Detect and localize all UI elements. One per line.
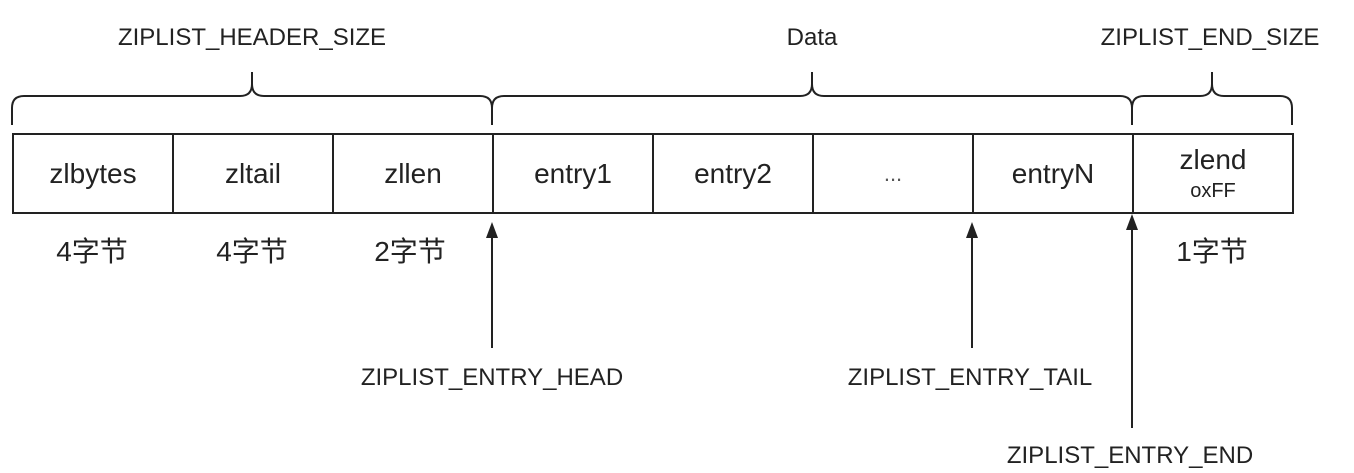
cell-label: entry2: [694, 157, 772, 189]
entry-tail-label: ZIPLIST_ENTRY_TAIL: [847, 364, 1093, 391]
size-zlbytes: 4字节: [56, 236, 128, 267]
cell-label: zllen: [384, 157, 442, 189]
cell-label: zltail: [224, 157, 281, 189]
cell-zlbytes: zlbytes: [12, 133, 174, 214]
cell-zlend: zlend oxFF: [1132, 133, 1294, 214]
size-zllen: 2字节: [374, 236, 446, 267]
entry-tail-arrowhead: [966, 222, 978, 238]
cell-zllen: zllen: [332, 133, 494, 214]
entry-end-arrowhead: [1126, 214, 1138, 230]
cell-entryN: entryN: [972, 133, 1134, 214]
cell-label: zlend: [1179, 144, 1247, 175]
header-size-label: ZIPLIST_HEADER_SIZE: [117, 24, 387, 51]
size-zlend: 1字节: [1176, 236, 1248, 267]
entry-end-label: ZIPLIST_ENTRY_END: [1006, 442, 1254, 469]
header-brace: [11, 72, 493, 125]
end-brace: [1131, 72, 1293, 125]
entry-head-arrowhead: [486, 222, 498, 238]
cell-label: zlbytes: [49, 157, 137, 189]
data-label: Data: [786, 24, 838, 51]
cell-ellipsis: ...: [812, 133, 974, 214]
cell-entry1: entry1: [492, 133, 654, 214]
cell-label: entry1: [534, 157, 612, 189]
cell-zltail: zltail: [172, 133, 334, 214]
end-size-label: ZIPLIST_END_SIZE: [1100, 24, 1320, 51]
cell-entry2: entry2: [652, 133, 814, 214]
cell-label: entryN: [1011, 157, 1095, 189]
cell-label: ...: [883, 160, 903, 186]
entry-head-label: ZIPLIST_ENTRY_HEAD: [360, 364, 624, 391]
cell-sublabel: oxFF: [1190, 180, 1236, 202]
data-brace: [491, 72, 1133, 125]
size-zltail: 4字节: [216, 236, 288, 267]
